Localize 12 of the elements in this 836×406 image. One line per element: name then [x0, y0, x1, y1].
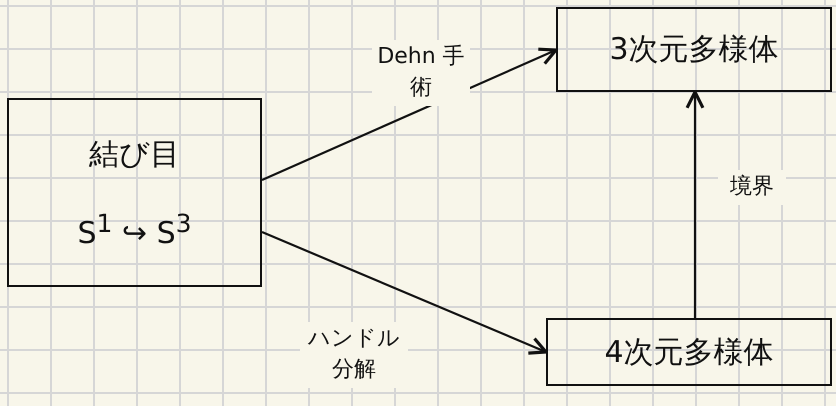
box-label: 3次元多様体 — [609, 31, 779, 69]
box — [546, 318, 832, 386]
arrow — [686, 90, 704, 318]
box-label: 4次元多様体 — [604, 334, 774, 372]
box — [556, 7, 832, 92]
edge-label: 境界 — [718, 170, 786, 205]
formula: S$^{1}$ ↪ S$^{3}$ — [77, 209, 192, 251]
edge-label: ハンドル分解 — [300, 322, 408, 388]
edge-label: Dehn 手術 — [372, 40, 470, 106]
box — [7, 98, 262, 287]
arrow — [262, 230, 548, 355]
box-label: 結び目 — [89, 136, 180, 174]
